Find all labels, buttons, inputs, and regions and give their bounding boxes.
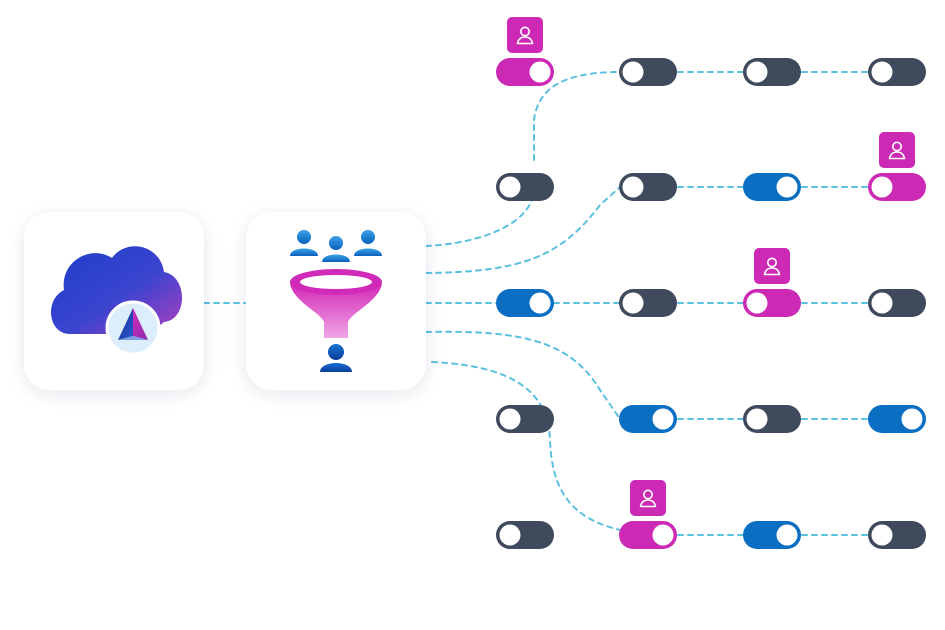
toggle-switch-r3-c4[interactable] [868,289,926,317]
toggle-knob [499,408,521,430]
toggle-knob [652,524,674,546]
toggle-knob [529,292,551,314]
audience-funnel-icon [290,269,382,338]
toggle-switch-r5-c4[interactable] [868,521,926,549]
toggle-grid [496,17,926,549]
toggle-switch-r2-c4[interactable] [868,173,926,201]
toggle-knob [871,524,893,546]
toggle-switch-r1-c3[interactable] [743,58,801,86]
toggle-knob [871,176,893,198]
connector-line [425,199,533,247]
source-card [24,212,204,390]
audience-filter-card [246,212,426,390]
toggle-switch-r4-c2[interactable] [619,405,677,433]
user-badge-icon [754,248,790,284]
user-badge-icon [879,132,915,168]
toggle-switch-r5-c2[interactable] [619,521,677,549]
connector-line [425,330,621,420]
toggle-knob [622,176,644,198]
toggle-knob [746,61,768,83]
single-user-icon [320,344,352,372]
connector-line [533,71,621,161]
toggle-knob [871,61,893,83]
toggle-knob [901,408,923,430]
toggle-switch-r2-c1[interactable] [496,173,554,201]
toggle-switch-r3-c1[interactable] [496,289,554,317]
cloud-with-prism-icon [51,246,182,356]
toggle-knob [622,292,644,314]
connector-line [431,361,621,531]
connector-lines [203,71,869,536]
toggle-knob [776,524,798,546]
connector-line [425,186,621,274]
toggle-switch-r3-c3[interactable] [743,289,801,317]
toggle-switch-r3-c2[interactable] [619,289,677,317]
user-badge-icon [630,480,666,516]
toggle-switch-r5-c1[interactable] [496,521,554,549]
toggle-switch-r4-c3[interactable] [743,405,801,433]
toggle-switch-r1-c4[interactable] [868,58,926,86]
toggle-knob [652,408,674,430]
toggle-knob [499,524,521,546]
user-group-icon [290,230,382,262]
toggle-knob [746,408,768,430]
toggle-knob [871,292,893,314]
toggle-knob [746,292,768,314]
toggle-switch-r2-c2[interactable] [619,173,677,201]
toggle-knob [776,176,798,198]
toggle-switch-r2-c3[interactable] [743,173,801,201]
user-badge-icon [507,17,543,53]
toggle-knob [499,176,521,198]
toggle-switch-r5-c3[interactable] [743,521,801,549]
toggle-switch-r1-c1[interactable] [496,58,554,86]
toggle-knob [529,61,551,83]
toggle-switch-r1-c2[interactable] [619,58,677,86]
toggle-knob [622,61,644,83]
toggle-switch-r4-c1[interactable] [496,405,554,433]
toggle-switch-r4-c4[interactable] [868,405,926,433]
